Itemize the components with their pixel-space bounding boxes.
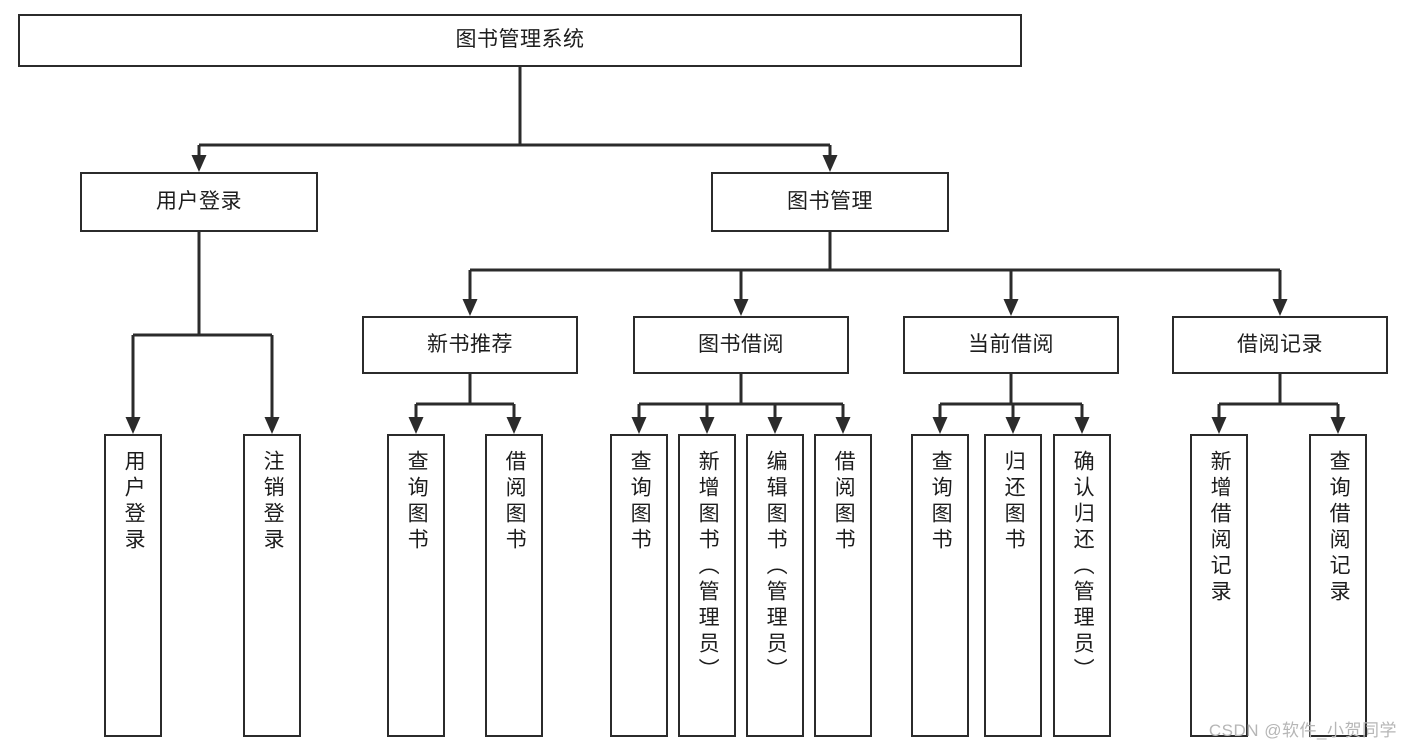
node-label: 图书借阅 <box>698 332 784 356</box>
node-leaf-add-book[interactable]: 新增图书（管理员） <box>678 434 736 737</box>
arrow-head-icon <box>1211 417 1227 434</box>
arrow-head-icon <box>699 417 715 434</box>
arrow-head-icon <box>822 155 838 172</box>
node-label: 借阅图书 <box>503 450 527 554</box>
node-label: 借阅记录 <box>1237 332 1323 356</box>
node-label: 图书管理 <box>787 189 873 213</box>
node-book-borrow[interactable]: 图书借阅 <box>633 316 849 374</box>
node-leaf-user-logout[interactable]: 注销登录 <box>243 434 301 737</box>
node-label: 新增借阅记录 <box>1208 450 1232 606</box>
node-label: 编辑图书（管理员） <box>764 450 788 684</box>
arrow-head-icon <box>1272 299 1288 316</box>
node-leaf-borrow-book-a[interactable]: 借阅图书 <box>485 434 543 737</box>
node-label: 借阅图书 <box>832 450 856 554</box>
node-leaf-edit-book[interactable]: 编辑图书（管理员） <box>746 434 804 737</box>
arrow-head-icon <box>733 299 749 316</box>
node-label: 用户登录 <box>122 450 146 554</box>
arrow-head-icon <box>462 299 478 316</box>
node-label: 新增图书（管理员） <box>696 450 720 684</box>
arrow-head-icon <box>125 417 141 434</box>
arrow-head-icon <box>767 417 783 434</box>
node-label: 查询借阅记录 <box>1327 450 1351 606</box>
node-label: 查询图书 <box>929 450 953 554</box>
arrow-head-icon <box>631 417 647 434</box>
node-label: 确认归还（管理员） <box>1071 450 1095 684</box>
arrow-head-icon <box>1005 417 1021 434</box>
watermark-label: CSDN @软件_小贺同学 <box>1208 721 1397 740</box>
node-leaf-query-record[interactable]: 查询借阅记录 <box>1309 434 1367 737</box>
node-label: 注销登录 <box>261 450 285 554</box>
arrow-head-icon <box>191 155 207 172</box>
node-leaf-borrow-book-b[interactable]: 借阅图书 <box>814 434 872 737</box>
arrow-head-icon <box>1003 299 1019 316</box>
node-leaf-add-record[interactable]: 新增借阅记录 <box>1190 434 1248 737</box>
node-label: 当前借阅 <box>968 332 1054 356</box>
node-root[interactable]: 图书管理系统 <box>18 14 1022 67</box>
node-label: 图书管理系统 <box>455 28 585 52</box>
node-label: 用户登录 <box>156 189 242 213</box>
arrow-head-icon <box>835 417 851 434</box>
node-leaf-confirm-return[interactable]: 确认归还（管理员） <box>1053 434 1111 737</box>
arrow-head-icon <box>506 417 522 434</box>
node-label: 查询图书 <box>628 450 652 554</box>
arrow-head-icon <box>932 417 948 434</box>
node-label: 新书推荐 <box>427 332 513 356</box>
node-leaf-query-book-c[interactable]: 查询图书 <box>911 434 969 737</box>
arrow-head-icon <box>408 417 424 434</box>
node-user-login[interactable]: 用户登录 <box>80 172 318 232</box>
node-current-borrow[interactable]: 当前借阅 <box>903 316 1119 374</box>
arrow-head-icon <box>1074 417 1090 434</box>
node-label: 归还图书 <box>1002 450 1026 554</box>
arrow-head-icon <box>1330 417 1346 434</box>
node-leaf-user-login[interactable]: 用户登录 <box>104 434 162 737</box>
node-label: 查询图书 <box>405 450 429 554</box>
node-borrow-record[interactable]: 借阅记录 <box>1172 316 1388 374</box>
arrow-head-icon <box>264 417 280 434</box>
node-leaf-query-book-b[interactable]: 查询图书 <box>610 434 668 737</box>
node-leaf-query-book-a[interactable]: 查询图书 <box>387 434 445 737</box>
node-book-manage[interactable]: 图书管理 <box>711 172 949 232</box>
node-leaf-return-book[interactable]: 归还图书 <box>984 434 1042 737</box>
node-new-book-rec[interactable]: 新书推荐 <box>362 316 578 374</box>
